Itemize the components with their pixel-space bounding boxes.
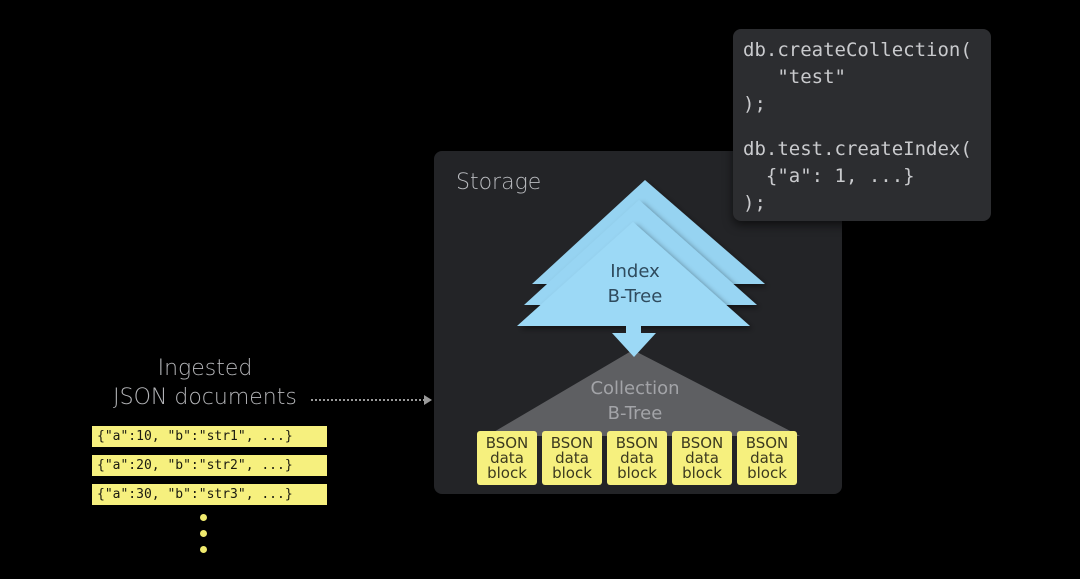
ingest-arrow <box>311 395 432 405</box>
json-document: {"a":30, "b":"str3", ...} <box>92 484 327 505</box>
block-text: BSON <box>485 433 529 452</box>
block-text: BSON <box>615 433 659 452</box>
ingest-label-line2: JSON documents <box>113 385 297 410</box>
code-line: ); <box>743 93 766 115</box>
block-text: block <box>617 463 657 482</box>
index-btree-label: Index B-Tree <box>570 259 700 309</box>
ingest-label-line1: Ingested <box>157 356 253 381</box>
block-text: block <box>747 463 787 482</box>
index-label-line2: B-Tree <box>607 286 663 307</box>
collection-tree-triangle <box>487 350 800 436</box>
json-document: {"a":20, "b":"str2", ...} <box>92 455 327 476</box>
block-text: data <box>685 448 719 467</box>
block-text: data <box>620 448 654 467</box>
code-line: "test" <box>743 66 846 88</box>
block-text: data <box>555 448 589 467</box>
code-line: db.createCollection( <box>743 39 972 61</box>
collection-label-line1: Collection <box>590 378 680 399</box>
index-label-line1: Index <box>610 261 660 282</box>
block-text: BSON <box>745 433 789 452</box>
collection-btree-label: Collection B-Tree <box>560 376 710 426</box>
down-arrow-icon <box>612 312 656 357</box>
block-text: BSON <box>550 433 594 452</box>
ingested-documents-label: Ingested JSON documents <box>95 354 315 412</box>
block-text: data <box>750 448 784 467</box>
code-line: ); <box>743 192 766 214</box>
code-line: {"a": 1, ...} <box>743 165 915 187</box>
block-text: block <box>552 463 592 482</box>
json-document: {"a":10, "b":"str1", ...} <box>92 426 327 447</box>
json-documents-list: {"a":10, "b":"str1", ...} {"a":20, "b":"… <box>92 426 327 513</box>
block-text: block <box>487 463 527 482</box>
storage-title: Storage <box>456 170 542 195</box>
block-text: data <box>490 448 524 467</box>
code-line: db.test.createIndex( <box>743 138 972 160</box>
ellipsis-dots-icon <box>200 514 207 562</box>
block-text: BSON <box>680 433 724 452</box>
index-tree-layer-front <box>517 222 750 326</box>
block-text: block <box>682 463 722 482</box>
collection-label-line2: B-Tree <box>607 403 663 424</box>
code-panel: db.createCollection( "test" ); db.test.c… <box>733 29 991 221</box>
